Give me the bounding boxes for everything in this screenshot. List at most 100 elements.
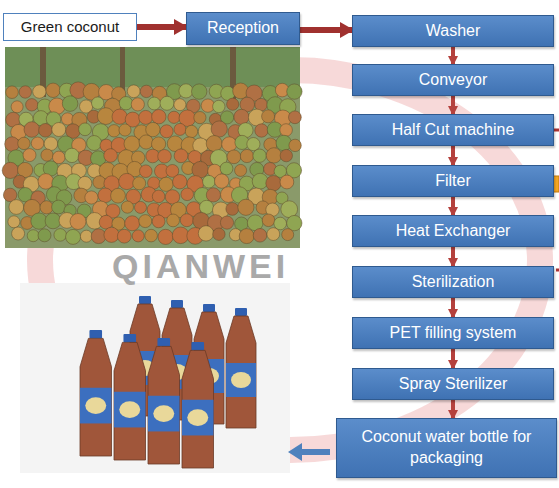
coconut <box>41 149 53 161</box>
coconut <box>31 213 47 229</box>
output-box: Coconut water bottle for packaging <box>336 418 557 478</box>
coconut <box>179 84 193 98</box>
coconut <box>158 229 173 244</box>
bottle <box>182 342 214 468</box>
coconut <box>38 229 51 242</box>
side-feed-line <box>556 269 559 272</box>
coconut <box>18 137 30 149</box>
bottle-label <box>80 388 112 424</box>
coconut <box>104 149 118 163</box>
coconut <box>66 229 81 244</box>
coconut <box>167 214 180 227</box>
coconut <box>119 124 131 136</box>
box-label: Reception <box>203 18 283 39</box>
bottle-body <box>226 316 256 428</box>
bottle-cap <box>89 330 102 338</box>
flow-arrow <box>137 24 186 30</box>
coconut <box>6 86 19 99</box>
output-arrow-head <box>288 443 302 461</box>
process-box: Reception <box>186 12 300 45</box>
coconut <box>267 228 280 241</box>
coconut <box>92 97 104 109</box>
coconut-photo <box>2 47 302 248</box>
coconut <box>19 86 31 98</box>
bottle-cap <box>123 334 136 342</box>
bottle-label <box>226 363 256 397</box>
coconut <box>87 136 102 151</box>
coconut <box>139 215 152 228</box>
coconut <box>206 188 220 202</box>
flow-arrow <box>451 197 455 215</box>
coconut <box>127 85 140 98</box>
coconut <box>152 190 165 203</box>
bottle-label-art <box>231 372 251 388</box>
flow-arrow <box>451 146 455 165</box>
coconut <box>213 228 225 240</box>
box-label: PET filling system <box>386 323 521 344</box>
coconut <box>194 112 206 124</box>
coconut <box>44 137 58 151</box>
box-label: Spray Sterilizer <box>395 374 511 395</box>
coconut <box>253 229 267 243</box>
coconut <box>239 229 254 244</box>
box-label: Green coconut <box>17 17 123 37</box>
box-label: Filter <box>431 171 475 192</box>
bottle-cap <box>157 338 170 346</box>
coconut <box>266 148 281 163</box>
flow-arrow <box>451 400 455 418</box>
coconut <box>24 122 40 138</box>
coconut <box>38 174 54 190</box>
coconut <box>215 174 229 188</box>
coconut <box>287 84 302 99</box>
tree-trunk <box>120 47 125 92</box>
coconut <box>112 109 127 124</box>
bottle <box>80 330 112 456</box>
coconut <box>12 227 25 240</box>
bottle-label-art <box>187 409 208 426</box>
coconut <box>203 175 216 188</box>
coconut <box>52 200 66 214</box>
coconut <box>70 214 86 230</box>
bottle-body <box>114 342 146 460</box>
coconut <box>255 124 268 137</box>
coconut <box>5 137 20 152</box>
coconut <box>253 149 266 162</box>
coconut <box>238 199 254 215</box>
bottle-label-art <box>153 405 174 422</box>
coconut <box>240 149 253 162</box>
coconut <box>280 175 294 189</box>
coconut <box>181 188 194 201</box>
bottle-cap <box>171 300 183 308</box>
bottle-label-art <box>119 401 140 418</box>
coconut <box>200 200 214 214</box>
bottle-label <box>148 396 180 432</box>
box-label: Washer <box>422 21 485 42</box>
coconut <box>132 230 144 242</box>
output-arrow-shaft <box>300 449 330 455</box>
process-box: Half Cut machine <box>352 114 554 146</box>
coconut <box>45 213 61 229</box>
coconut <box>211 121 227 137</box>
coconut <box>33 85 46 98</box>
photo-trees <box>5 47 300 87</box>
coconut <box>27 230 39 242</box>
bottle-cap <box>139 296 151 304</box>
flow-arrow <box>451 247 455 266</box>
process-box: Washer <box>352 15 554 47</box>
coconut <box>262 110 275 123</box>
coconut <box>280 124 293 137</box>
bottle-cap <box>191 342 204 350</box>
coconut <box>226 203 239 216</box>
coconut <box>119 97 132 110</box>
coconut <box>119 173 135 189</box>
coconut <box>160 125 173 138</box>
coconut <box>192 84 207 99</box>
coconut <box>152 137 166 151</box>
box-label: Conveyor <box>415 70 491 91</box>
coconut <box>104 227 119 242</box>
coconut <box>222 137 237 152</box>
coconut <box>65 148 79 162</box>
flow-arrow <box>451 298 455 317</box>
coconut <box>52 123 66 137</box>
